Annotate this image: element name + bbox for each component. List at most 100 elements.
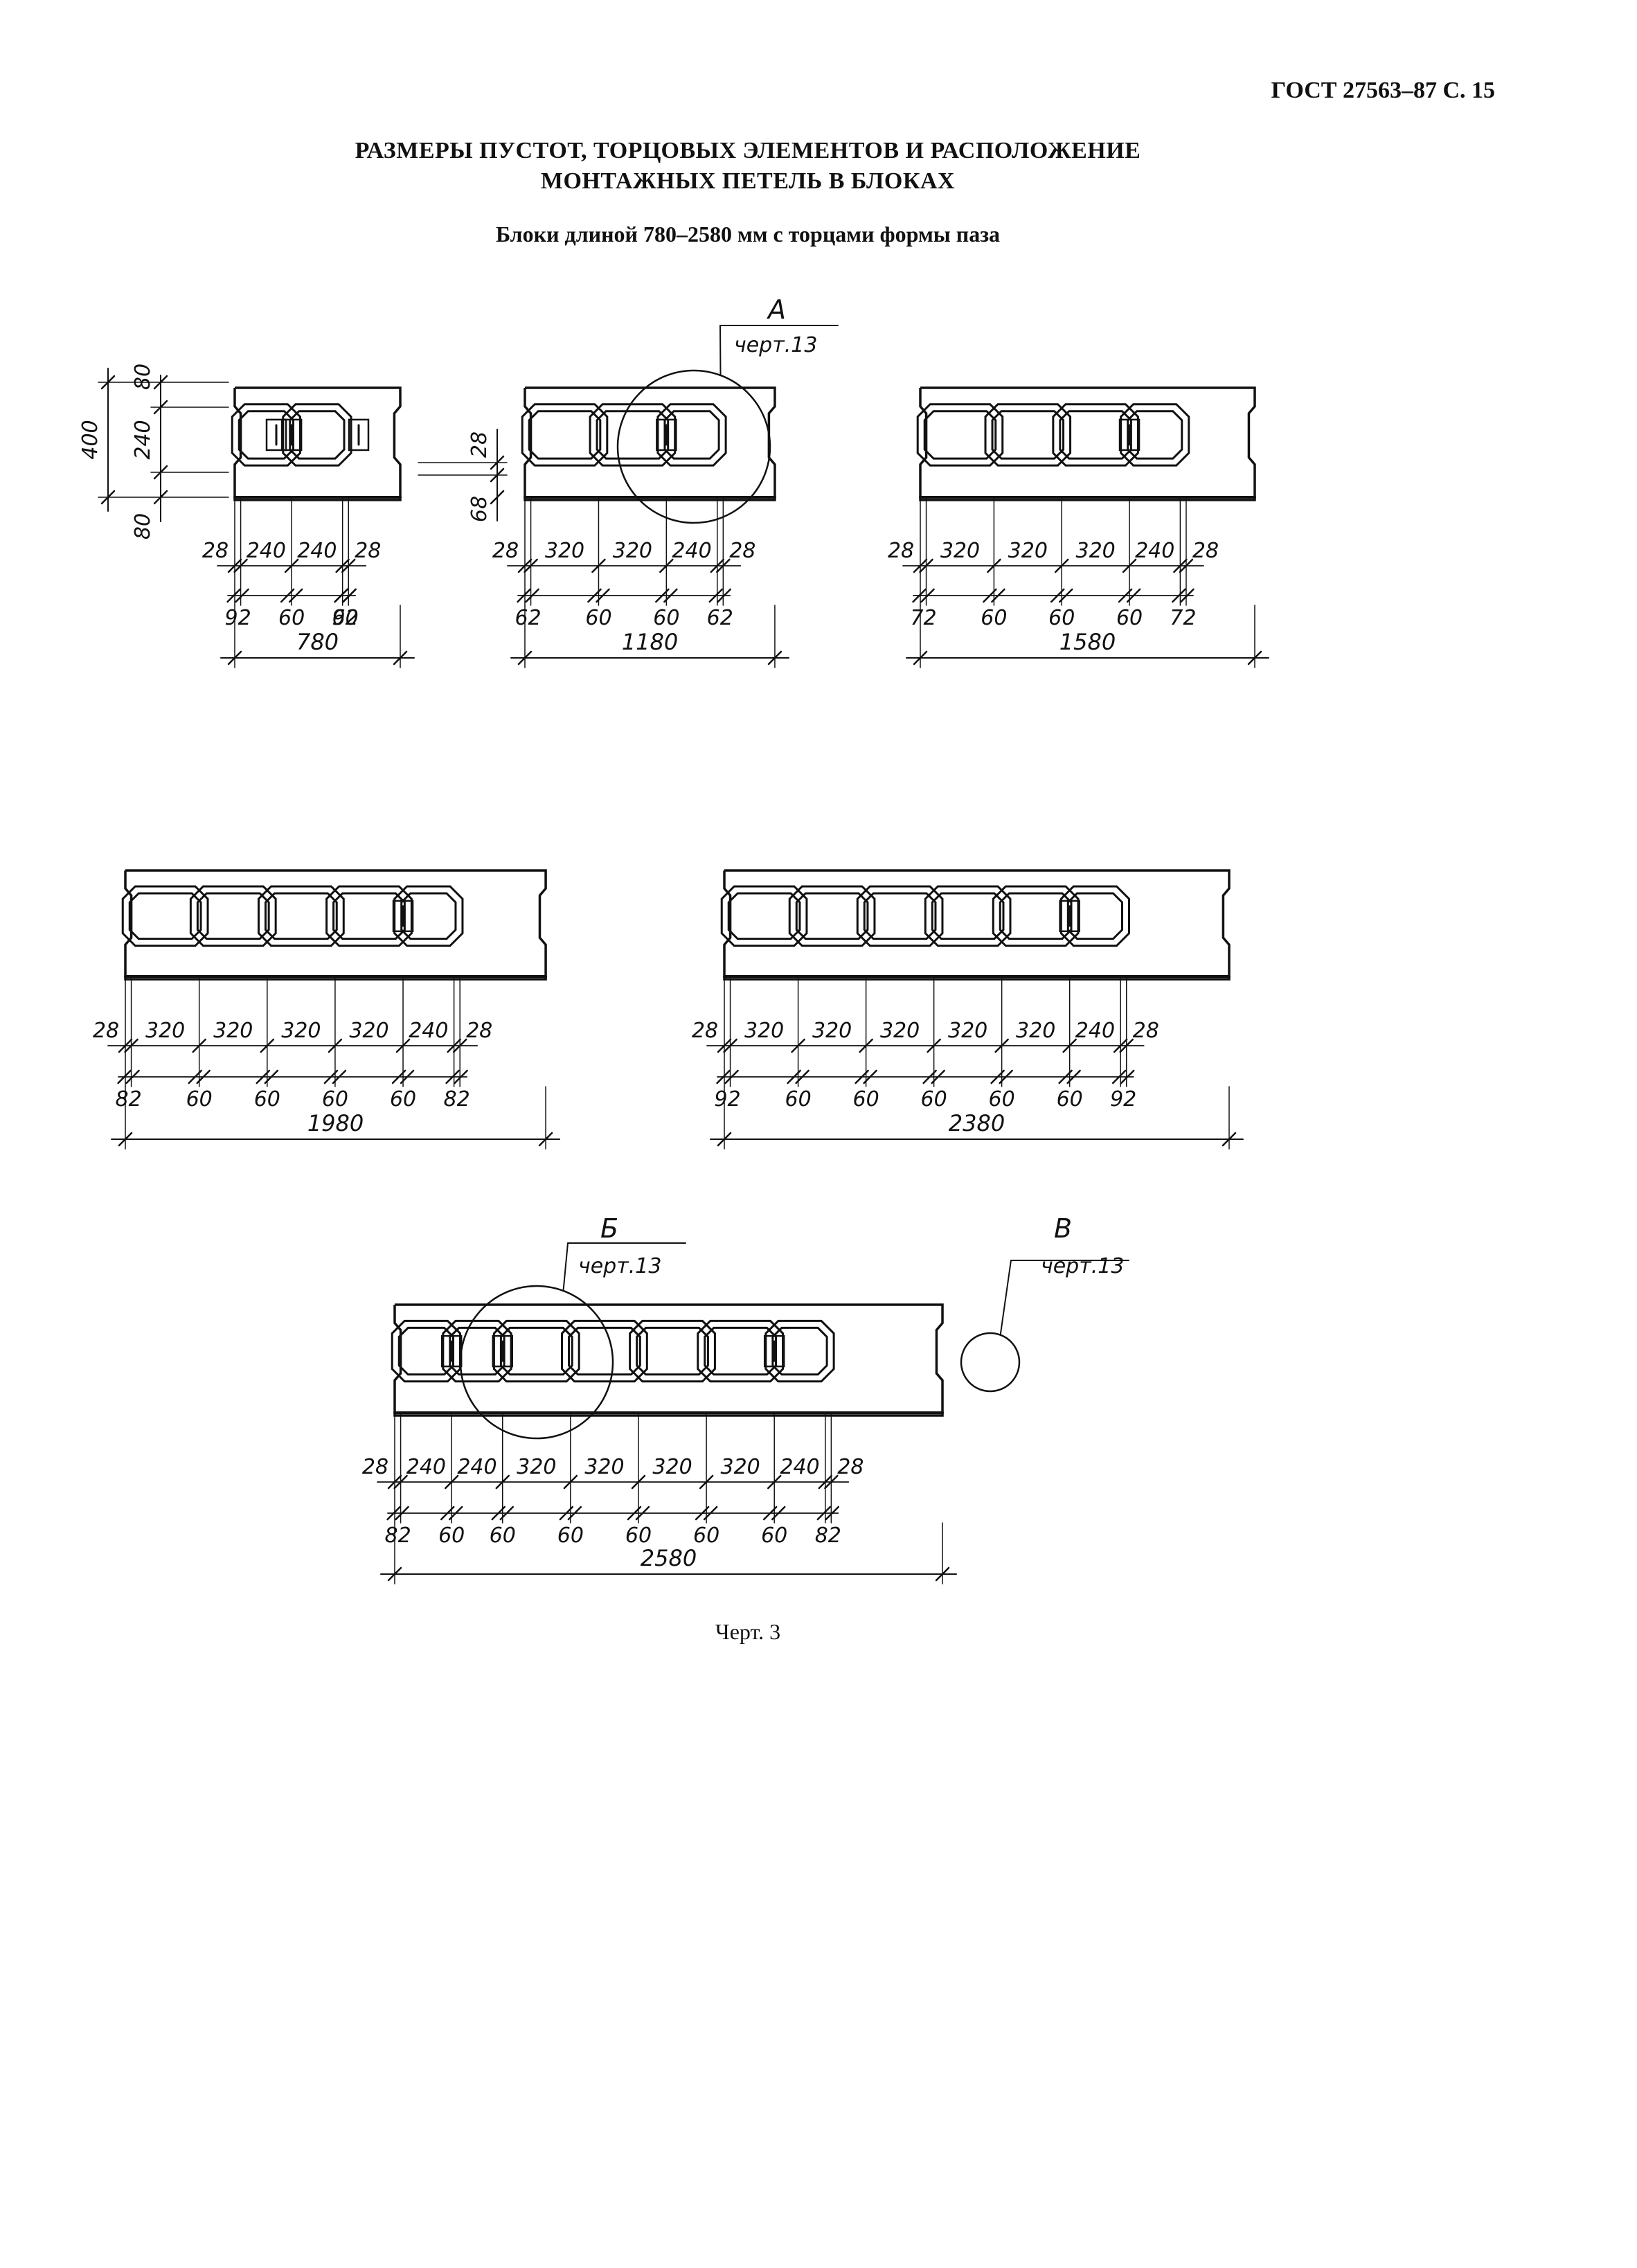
dimension-tick [1066,1069,1081,1084]
dimension-tick [1113,1038,1128,1053]
void-cavity [282,403,352,467]
dimension-tick [100,375,116,390]
dimension-tick [260,1038,275,1053]
dimension-tick [655,588,670,603]
bottom-dimension-label: 60 [332,606,359,630]
dimension-tick [448,1506,463,1521]
lifting-loop [492,1334,514,1368]
dimension-tick [284,558,299,573]
vertical-dim-label: 80 [131,364,155,390]
callout-reference: черт.13 [578,1254,661,1278]
top-dimension-label: 28 [1192,539,1219,563]
dimension-tick [1062,1038,1077,1053]
dimension-tick [631,1474,646,1490]
bottom-dimension-label: 60 [1057,1087,1083,1111]
void-inner [863,892,937,940]
bottom-dimension-label: 60 [625,1524,652,1548]
overall-length-label: 2580 [641,1545,697,1571]
callout-reference: черт.13 [734,333,817,357]
dimension-tick [256,1069,271,1084]
void-outer [393,885,464,947]
dimension-tick [563,1474,578,1490]
callout-leader [562,1242,569,1292]
top-dimension-label: 240 [672,539,711,563]
bottom-dimension-label: 92 [1110,1087,1136,1111]
loop-outline [348,418,370,452]
dimension-tick [717,1038,732,1053]
dimension-tick [153,375,168,390]
dimension-tick [762,1506,778,1521]
dimension-tick [491,1506,506,1521]
vertical-dim-label: 80 [131,513,155,539]
dimension-tick [922,1069,937,1084]
dimension-tick [227,558,242,573]
void-inner [528,410,602,460]
dimension-tick [328,1038,343,1053]
void-cavity [656,403,727,467]
overall-length-label: 1580 [1059,629,1116,655]
loop-outline [1059,900,1080,933]
bottom-dimension-label: 62 [515,606,541,630]
dimension-tick [935,1566,950,1582]
top-dimension-label: 320 [613,539,652,563]
loop-outline [265,418,287,452]
loop-outline [392,900,414,933]
dimension-tick [1172,588,1186,603]
void-inner [332,892,406,940]
void-inner [663,410,720,460]
dimension-tick [517,650,533,666]
overall-length-label: 2380 [949,1110,1005,1136]
dimension-tick [1058,588,1073,603]
loop-outline [656,418,677,452]
void-cavity [1059,885,1131,947]
callout-circle [459,1285,614,1440]
dimension-tick [859,1038,873,1053]
dimension-tick [323,1069,339,1084]
dimension-tick [791,1038,805,1053]
top-dimension-label: 320 [721,1455,760,1479]
void-inner [636,1326,709,1376]
top-dimension-label: 320 [545,539,584,563]
callout-circle [616,369,771,524]
loop-outline [280,418,303,452]
dimension-tick [1054,558,1069,573]
block-outline [393,1303,944,1417]
dimension-tick [192,1038,206,1053]
vertical-dim-label: 68 [467,496,492,522]
dimension-tick [447,1038,461,1053]
page-subtitle: Блоки длиной 780–2580 мм с торцами формы… [495,222,1001,247]
lifting-loop [440,1334,463,1368]
void-inner [999,892,1073,940]
dimension-tick [153,465,168,480]
top-dimension-label: 28 [888,539,914,563]
bottom-dimension-label: 60 [557,1524,584,1548]
void-inner [923,410,997,460]
top-dimension-label: 240 [247,539,286,563]
top-dimension-label: 320 [213,1019,253,1043]
dimension-tick [635,1506,650,1521]
top-dimension-label: 320 [584,1455,624,1479]
top-dimension-label: 240 [406,1455,446,1479]
top-dimension-label: 320 [349,1019,388,1043]
lifting-loop [348,418,370,452]
bottom-dimension-label: 60 [438,1524,465,1548]
dimension-tick [235,588,249,603]
dimension-tick [196,1069,211,1084]
title-line-1: РАЗМЕРЫ ПУСТОТ, ТОРЦОВЫХ ЭЛЕМЕНТОВ И РАС… [355,138,1141,163]
dimension-tick [795,1069,809,1084]
top-dimension-label: 320 [744,1019,784,1043]
dimension-tick [627,1506,642,1521]
bottom-dimension-label: 60 [761,1524,787,1548]
dimension-tick [717,1132,732,1147]
page-header-ref: ГОСТ 27563–87 С. 15 [1271,78,1495,103]
void-inner [568,1326,641,1376]
void-inner [289,410,346,460]
vertical-dim-label: 240 [131,420,155,459]
top-dimension-label: 240 [1075,1019,1115,1043]
dimension-tick [1173,558,1188,573]
dimension-tick [818,1474,833,1490]
dimension-tick [703,1506,718,1521]
